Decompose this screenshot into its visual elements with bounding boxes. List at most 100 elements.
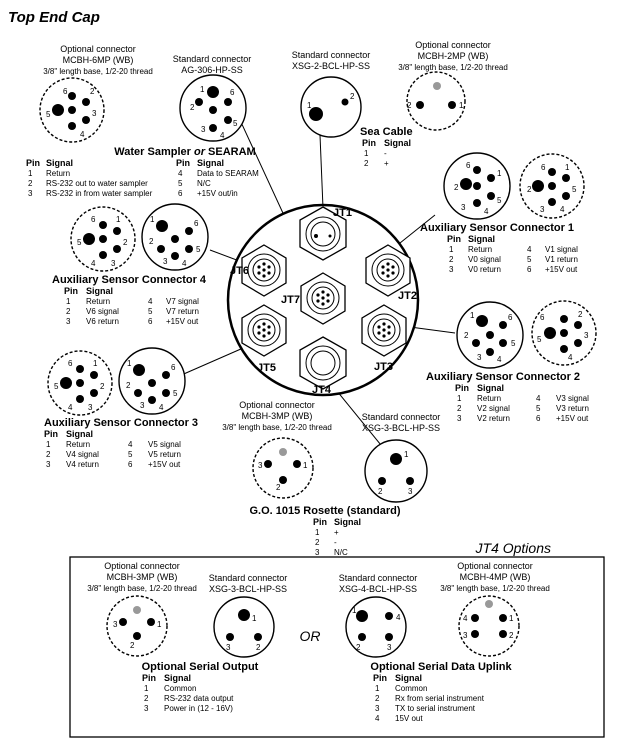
so-title: Optional Serial Output bbox=[142, 661, 259, 673]
signal-cell: Return bbox=[46, 169, 70, 178]
so-standard-connector[interactable]: 1 3 2 bbox=[213, 596, 275, 658]
ws-optional-connector[interactable]: 6 2 5 3 4 bbox=[39, 77, 105, 143]
signal-cell: N/C bbox=[197, 179, 211, 188]
pin-label: 2 bbox=[123, 238, 128, 247]
pin-cell: 2 bbox=[28, 179, 33, 188]
pin-cell: 2 bbox=[364, 159, 369, 168]
up-standard-connector[interactable]: 1 4 2 3 bbox=[345, 596, 407, 658]
pin-cell: 3 bbox=[375, 704, 380, 713]
go-standard-connector[interactable]: 1 2 3 bbox=[364, 439, 428, 503]
pin-cell: 1 bbox=[375, 684, 380, 693]
ws-opt-l2: MCBH-6MP (WB) bbox=[63, 55, 134, 65]
pin-label: 4 bbox=[568, 353, 573, 362]
sea-optional-connector[interactable]: 2 1 bbox=[406, 71, 466, 131]
pin-label: 4 bbox=[159, 403, 164, 412]
pin-cell: 1 bbox=[66, 297, 71, 306]
pin-label: 3 bbox=[463, 631, 468, 640]
aux3-optional-connector[interactable]: 6 1 5 2 4 3 bbox=[47, 350, 113, 416]
aux4-optional-connector[interactable]: 6 1 5 2 4 3 bbox=[70, 206, 136, 272]
up-opt-l3: 3/8" length base, 1/2-20 thread bbox=[440, 584, 550, 593]
aux2-optional-connector[interactable]: 6 2 5 3 4 bbox=[531, 300, 597, 366]
go-optional-connector[interactable]: 3 2 1 bbox=[252, 437, 314, 499]
pin-label: 1 bbox=[150, 215, 155, 224]
pin-label: 3 bbox=[258, 461, 263, 470]
col-header: Signal bbox=[66, 429, 93, 439]
signal-cell: V6 return bbox=[86, 317, 119, 326]
pin-label: 3 bbox=[140, 401, 145, 410]
col-header: Pin bbox=[176, 158, 190, 168]
sea-standard-connector[interactable]: 1 2 bbox=[300, 76, 362, 138]
pin-label: 6 bbox=[466, 161, 471, 170]
pin-cell: 2 bbox=[46, 450, 51, 459]
sea-std-l1: Standard connector bbox=[292, 50, 371, 60]
pin-label: 6 bbox=[63, 87, 68, 96]
pin-cell: 3 bbox=[66, 317, 71, 326]
pin-cell: 4 bbox=[148, 297, 153, 306]
sea-title: Sea Cable bbox=[360, 126, 413, 138]
pin-label: 5 bbox=[497, 196, 502, 205]
signal-cell: Return bbox=[468, 245, 492, 254]
signal-cell: V1 return bbox=[545, 255, 578, 264]
pin-label: 1 bbox=[352, 606, 357, 615]
pin-label: 3 bbox=[584, 331, 589, 340]
signal-cell: V3 return bbox=[556, 404, 589, 413]
signal-cell: V7 return bbox=[166, 307, 199, 316]
pin-label: 5 bbox=[173, 389, 178, 398]
col-header: Pin bbox=[26, 158, 40, 168]
go-std-l1: Standard connector bbox=[362, 412, 441, 422]
ws-standard-connector[interactable]: 1 6 2 5 3 4 bbox=[179, 74, 247, 142]
pin-label: 5 bbox=[46, 110, 51, 119]
pin-cell: 3 bbox=[28, 189, 33, 198]
pin-label: 4 bbox=[220, 131, 225, 140]
pin-label: 1 bbox=[459, 101, 464, 110]
col-header: Signal bbox=[477, 383, 504, 393]
pin-label: 3 bbox=[201, 125, 206, 134]
aux3-title: Auxiliary Sensor Connector 3 bbox=[44, 417, 198, 429]
pin-label: 2 bbox=[454, 183, 459, 192]
signal-cell: +15V out bbox=[148, 460, 181, 469]
aux1-standard-connector[interactable]: 6 1 2 5 3 4 bbox=[443, 152, 511, 220]
pin-label: 5 bbox=[196, 245, 201, 254]
signal-cell: RS-232 out to water sampler bbox=[46, 179, 148, 188]
pin-label: 2 bbox=[126, 381, 131, 390]
pin-label: 4 bbox=[497, 355, 502, 364]
aux2-standard-connector[interactable]: 1 6 2 5 3 4 bbox=[456, 301, 524, 369]
pin-label: 4 bbox=[484, 207, 489, 216]
pin-cell: 3 bbox=[449, 265, 454, 274]
col-header: Signal bbox=[468, 234, 495, 244]
pin-label: 1 bbox=[307, 101, 312, 110]
aux3-standard-connector[interactable]: 1 6 2 5 3 4 bbox=[118, 347, 186, 415]
pin-label: 3 bbox=[477, 353, 482, 362]
jt4-label: JT4 bbox=[312, 384, 332, 396]
pin-cell: 2 bbox=[66, 307, 71, 316]
col-header: Signal bbox=[334, 517, 361, 527]
svg-text:Water Sampler or SEARAM: Water Sampler or SEARAM bbox=[114, 146, 255, 158]
pin-label: 4 bbox=[463, 614, 468, 623]
aux2-table: Auxiliary Sensor Connector 2 Pin Signal … bbox=[426, 371, 589, 423]
pin-label: 2 bbox=[578, 310, 583, 319]
up-optional-connector[interactable]: 4 1 3 2 bbox=[458, 595, 520, 657]
ws-title-or: or bbox=[194, 146, 206, 158]
pin-label: 2 bbox=[190, 103, 195, 112]
so-optional-connector[interactable]: 3 1 2 bbox=[106, 595, 168, 657]
go-title: G.O. 1015 Rosette (standard) bbox=[250, 505, 401, 517]
pin-cell: 1 bbox=[144, 684, 149, 693]
signal-cell: V3 signal bbox=[556, 394, 589, 403]
ws-title: Water Sampler bbox=[114, 146, 194, 158]
signal-cell: TX to serial instrument bbox=[395, 704, 476, 713]
signal-cell: V5 signal bbox=[148, 440, 181, 449]
pin-cell: 1 bbox=[457, 394, 462, 403]
pin-cell: 1 bbox=[449, 245, 454, 254]
so-std-l1: Standard connector bbox=[209, 573, 288, 583]
aux1-optional-connector[interactable]: 6 1 2 5 3 4 bbox=[519, 153, 585, 219]
pin-label: 1 bbox=[404, 450, 409, 459]
jt1-connector[interactable] bbox=[299, 206, 347, 261]
up-opt-l1: Optional connector bbox=[457, 561, 533, 571]
pin-label: 5 bbox=[511, 339, 516, 348]
aux4-table: Auxiliary Sensor Connector 4 Pin Signal … bbox=[52, 274, 207, 326]
jt4-connector[interactable] bbox=[299, 336, 347, 390]
pin-label: 2 bbox=[256, 643, 261, 652]
pin-cell: 6 bbox=[148, 317, 153, 326]
aux4-standard-connector[interactable]: 1 6 2 5 3 4 bbox=[141, 203, 209, 271]
pin-label: 3 bbox=[408, 487, 413, 496]
